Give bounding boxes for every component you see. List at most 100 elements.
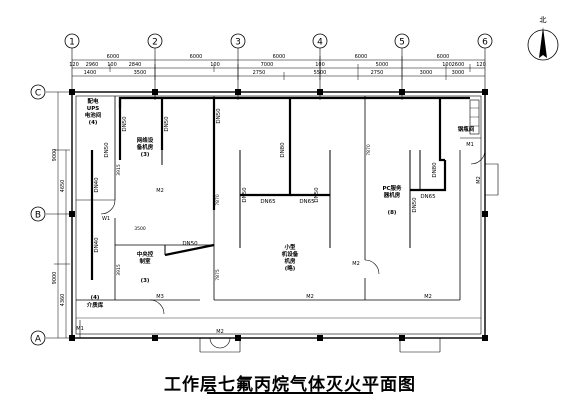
dim-top3-2: 3500	[134, 70, 147, 76]
axis-label-6: 6	[482, 38, 488, 48]
pipe-label-7: DN50	[182, 241, 198, 247]
pipe-label-2: DN50	[164, 116, 170, 132]
title-underline	[207, 392, 373, 394]
dim-top3-4: 5500	[314, 70, 327, 76]
pipe-label-3: DN50	[104, 142, 110, 158]
door-label-4: M2	[306, 294, 314, 300]
axis-bubbles-top	[30, 33, 493, 346]
dim-misc-4: 7875	[215, 269, 221, 281]
room-2-label-3: (3)	[141, 152, 150, 158]
columns	[69, 89, 488, 341]
room-1-label-3: 电池间	[85, 111, 102, 119]
door-label-1: W1	[102, 216, 110, 222]
axis-label-b: B	[35, 211, 41, 221]
dim-top2-11: 120	[476, 62, 486, 68]
room-4-label-4: (略)	[285, 264, 296, 272]
dim-top2-7: 100	[315, 62, 325, 68]
dim-top2-4: 2840	[129, 62, 142, 68]
room-7-label-2: 介质库	[86, 301, 104, 309]
dim-misc-3: 3915	[116, 264, 122, 276]
pipe-label-1: DN50	[122, 116, 128, 132]
room-4-label-1: 小型	[284, 243, 296, 251]
dim-top2-1: 120	[69, 62, 79, 68]
pipe-label-13: DN65	[420, 194, 436, 200]
drawing-title: 工作层七氟丙烷气体灭火平面图	[164, 375, 416, 395]
axis-label-4: 4	[317, 38, 323, 48]
room-4-label-2: 机设备	[281, 250, 299, 258]
dimension-lines-top	[72, 56, 485, 80]
pipe-label-5: DN40	[94, 237, 100, 253]
door-label-2: M2	[156, 188, 164, 194]
dim-top3-6: 3000	[420, 70, 433, 76]
dim-top3-7: 3000	[452, 70, 465, 76]
gas-pipes	[90, 96, 470, 280]
pipe-label-4: DN40	[94, 177, 100, 193]
pipe-label-14: DN80	[432, 162, 438, 178]
dim-misc-2: 3915	[116, 164, 122, 176]
dim-top2-9: 100	[442, 62, 452, 68]
room-7-label-1: (4)	[91, 295, 100, 301]
pipe-label-15: DN50	[412, 197, 418, 213]
dim-top1-5: 6000	[437, 54, 450, 60]
room-5-label-1: PC服务	[382, 184, 402, 192]
door-label-10: M2	[352, 261, 360, 267]
room-2-label-1: 网络设	[137, 136, 154, 144]
room-1-label-1: 配电	[87, 97, 99, 105]
north-label: 北	[540, 16, 547, 24]
dim-top3-1: 1400	[84, 70, 97, 76]
door-label-8: M2	[476, 176, 482, 184]
building-walls	[71, 91, 486, 339]
dim-misc-6: 7870	[366, 144, 372, 156]
room-2-label-2: 备机房	[136, 143, 154, 151]
door-label-5: M2	[424, 294, 432, 300]
dim-top3-5: 2750	[371, 70, 384, 76]
dim-misc-1: 3500	[134, 226, 146, 232]
dim-top2-5: 100	[210, 62, 220, 68]
room-3-label-2: 制室	[139, 257, 151, 265]
dim-top1-1: 6000	[107, 54, 120, 60]
dim-top2-8: 5000	[376, 62, 389, 68]
pipe-label-8: DN65	[260, 199, 276, 205]
dim-top1-3: 6000	[273, 54, 286, 60]
pipe-label-11: DN65	[299, 199, 315, 205]
room-3-label-3: (3)	[141, 278, 150, 284]
room-5-label-2: 器机房	[383, 191, 401, 199]
north-arrow-icon: 北	[527, 16, 559, 61]
axis-label-a: A	[35, 335, 42, 345]
nozzle-lines	[161, 150, 421, 255]
axis-label-3: 3	[235, 38, 241, 48]
dim-top2-2: 2960	[86, 62, 99, 68]
axis-label-c: C	[35, 89, 41, 99]
room-5-label-3: (8)	[388, 210, 397, 216]
dim-misc-5: 7870	[215, 194, 221, 206]
room-1-label-2: UPS	[87, 106, 99, 112]
dim-top2-6: 7000	[261, 62, 274, 68]
door-label-6: M2	[216, 329, 224, 335]
dim-top3-3: 2750	[253, 70, 266, 76]
room-1-label-4: (4)	[89, 120, 98, 126]
dim-left-4: 4360	[60, 294, 66, 307]
door-label-9: M1	[76, 326, 84, 332]
room-3-label-1: 中央控	[137, 250, 154, 258]
door-label-3: M3	[156, 294, 164, 300]
pipe-label-6: DN50	[216, 108, 222, 124]
axis-label-5: 5	[399, 38, 405, 48]
dim-left-1: 9000	[52, 149, 58, 162]
axis-label-1: 1	[69, 38, 75, 48]
door-label-7: M1	[466, 142, 474, 148]
axis-label-2: 2	[152, 38, 158, 48]
dim-left-2: 9000	[52, 272, 58, 285]
dim-top2-10: 2600	[452, 62, 465, 68]
dim-left-3: 4650	[60, 180, 66, 193]
doors	[79, 149, 499, 353]
dimension-lines-left	[54, 92, 70, 338]
dim-top2-3: 100	[107, 62, 117, 68]
pipe-label-10: DN50	[314, 187, 320, 203]
dim-top1-4: 6000	[355, 54, 368, 60]
pipe-label-9: DN50	[242, 187, 248, 203]
pipe-label-12: DN80	[280, 142, 286, 158]
room-6-label-1: 钢瓶间	[458, 125, 475, 133]
room-4-label-3: 机房	[283, 257, 296, 265]
dim-top1-2: 6000	[190, 54, 203, 60]
